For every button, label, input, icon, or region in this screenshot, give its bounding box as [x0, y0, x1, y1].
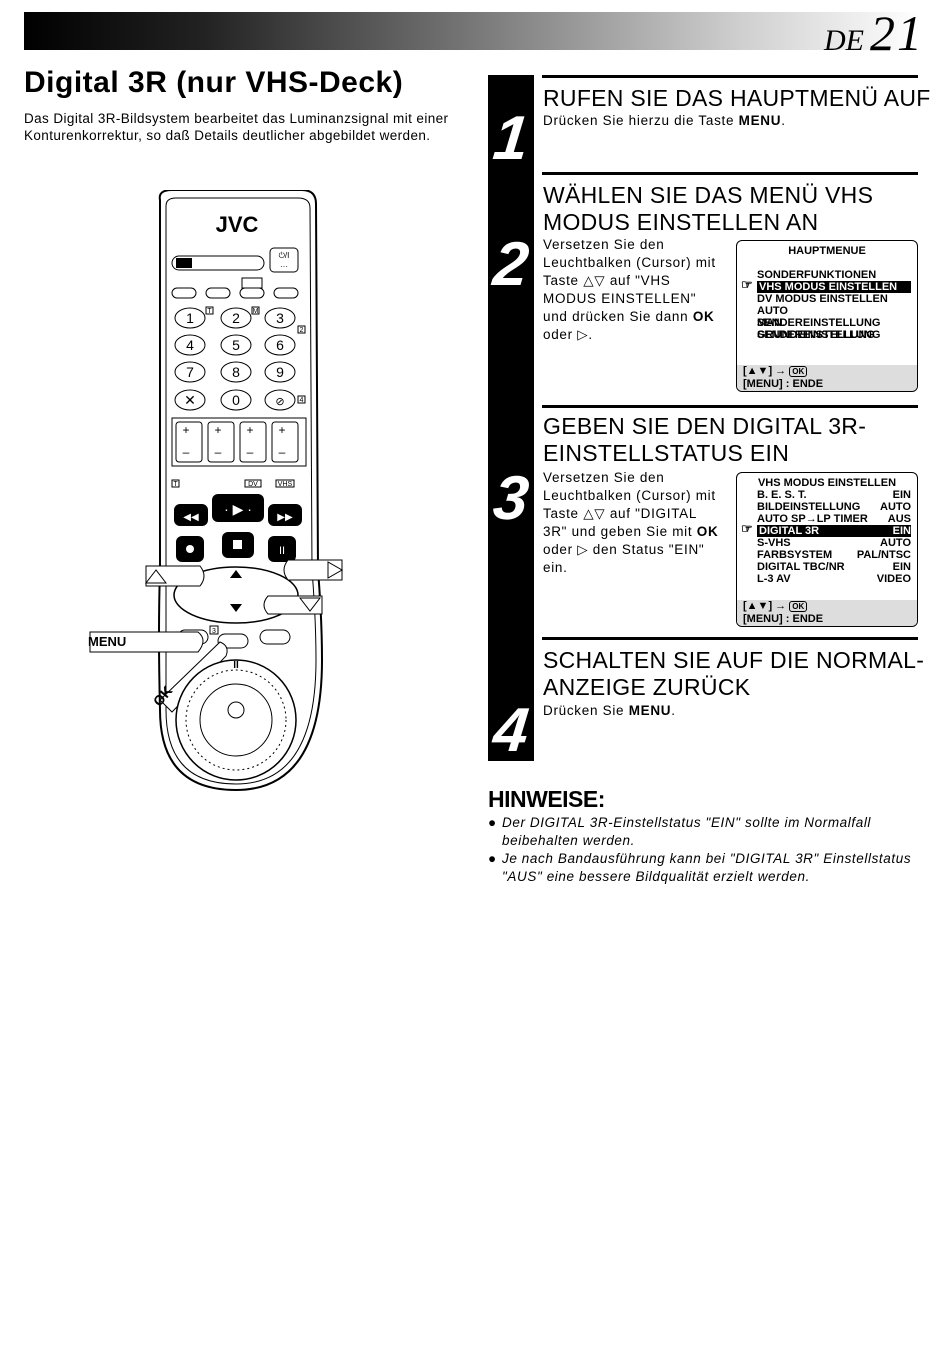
- svg-text:· ▶ ·: · ▶ ·: [224, 501, 252, 517]
- key-7: 7: [186, 364, 194, 380]
- key-2: 2: [232, 310, 240, 326]
- tag-t2: T: [173, 481, 178, 488]
- note-item: ● Der DIGITAL 3R-Einstellstatus "EIN" so…: [488, 815, 872, 848]
- menu-callout: MENU: [88, 634, 127, 649]
- tag-m: M: [253, 308, 259, 315]
- osd-vhs-title: VHS MODUS EINSTELLEN: [757, 477, 897, 489]
- notes-heading: HINWEISE:: [488, 786, 605, 812]
- svg-text:◀◀: ◀◀: [183, 512, 199, 523]
- svg-text:✕: ✕: [184, 392, 196, 408]
- osd-main-item: DV MODUS EINSTELLEN: [757, 293, 888, 305]
- bullet-icon: ●: [488, 815, 497, 830]
- osd-vhs-menu: VHS MODUS EINSTELLEN B. E. S. T.EIN BILD…: [736, 472, 918, 627]
- step-4-rule: [542, 637, 918, 640]
- page-number: 21: [870, 5, 924, 61]
- svg-text:⏻/I: ⏻/I: [279, 251, 290, 260]
- svg-text:···: ···: [280, 262, 288, 271]
- key-8: 8: [232, 364, 240, 380]
- step-1-number: 1: [490, 104, 532, 173]
- step-4-number: 4: [490, 696, 532, 765]
- step-1-rule: [542, 75, 918, 78]
- key-0: 0: [232, 392, 240, 408]
- tag-3: 3: [212, 628, 216, 635]
- tag-t: T: [207, 308, 212, 315]
- step-4-heading: SCHALTEN SIE AUF DIE NORMAL-ANZEIGE ZURÜ…: [543, 647, 925, 700]
- pointer-hand-icon: ☞: [741, 521, 753, 536]
- intro-text: Das Digital 3R-Bildsystem bearbeitet das…: [24, 111, 449, 143]
- svg-text:⊘: ⊘: [275, 396, 284, 408]
- svg-text:–: –: [183, 445, 190, 459]
- key-5: 5: [232, 337, 240, 353]
- pointer-hand-icon: ☞: [741, 277, 753, 292]
- osd-main-footer: [▲▼] → OK [MENU] : ENDE: [737, 365, 917, 391]
- osd-main-title: HAUPTMENUE: [788, 245, 866, 257]
- osd-main-menu: HAUPTMENUE SONDERFUNKTIONEN ☞ VHS MODUS …: [736, 240, 918, 392]
- step-3-number: 3: [490, 464, 532, 533]
- osd-main-item: AUTO SENDEREINSTELLUNG: [757, 305, 881, 329]
- tag-vhs: VHS: [278, 481, 293, 488]
- osd-vhs-footer: [▲▼] → OK [MENU] : ENDE: [737, 600, 917, 626]
- osd-main-item: SONDERFUNKTIONEN: [757, 269, 877, 281]
- svg-text:+: +: [278, 423, 285, 437]
- step-3-heading: GEBEN SIE DEN DIGITAL 3R-EINSTELLSTATUS …: [543, 413, 867, 466]
- osd-main-item-selected: VHS MODUS EINSTELLEN: [757, 281, 911, 293]
- bullet-icon: ●: [488, 851, 497, 866]
- key-4: 4: [186, 337, 194, 353]
- svg-text:▶▶: ▶▶: [277, 512, 293, 523]
- svg-text:–: –: [215, 445, 222, 459]
- language-code: DE: [824, 24, 864, 57]
- step-1-text: Drücken Sie hierzu die Taste MENU.: [543, 113, 786, 128]
- svg-text:–: –: [279, 445, 286, 459]
- svg-text:–: –: [247, 445, 254, 459]
- svg-text:+: +: [182, 423, 189, 437]
- key-9: 9: [276, 364, 284, 380]
- osd-vhs-item: B. E. S. T.EIN: [757, 489, 911, 501]
- step-2-number: 2: [490, 230, 532, 299]
- tag-2: 2: [300, 327, 304, 334]
- step-number-bar: 1 2 3 4: [488, 75, 534, 765]
- key-1: 1: [186, 310, 194, 326]
- step-3-text: Versetzen Sie den Leuchtbalken (Cursor) …: [543, 470, 719, 575]
- svg-text:+: +: [246, 423, 253, 437]
- svg-text:II: II: [279, 545, 285, 557]
- note-item: ● Je nach Bandausführung kann bei "DIGIT…: [488, 851, 912, 884]
- tag-4: 4: [300, 397, 304, 404]
- brand-logo: JVC: [216, 212, 259, 237]
- step-3-rule: [542, 405, 918, 408]
- header-bar: [24, 12, 920, 50]
- svg-text:+: +: [214, 423, 221, 437]
- step-4-text: Drücken Sie MENU.: [543, 703, 676, 718]
- step-1-heading: RUFEN SIE DAS HAUPTMENÜ AUF: [543, 85, 931, 111]
- svg-text:II: II: [233, 660, 239, 671]
- osd-main-item: MAN. SENDEREINSTELLUNG: [757, 317, 881, 341]
- remote-control-illustration: JVC ⏻/I ··· 1 2 3 4 5 6 7 8 9 ✕ 0 ⊘ T M: [89, 190, 344, 792]
- page-title: Digital 3R (nur VHS-Deck): [24, 66, 404, 99]
- key-3: 3: [276, 310, 284, 326]
- key-6: 6: [276, 337, 284, 353]
- step-2-text: Versetzen Sie den Leuchtbalken (Cursor) …: [543, 237, 716, 342]
- tag-dv: DV: [248, 481, 258, 488]
- step-2-rule: [542, 172, 918, 175]
- osd-main-item: GRUNDEINSTELLUNG: [757, 329, 875, 341]
